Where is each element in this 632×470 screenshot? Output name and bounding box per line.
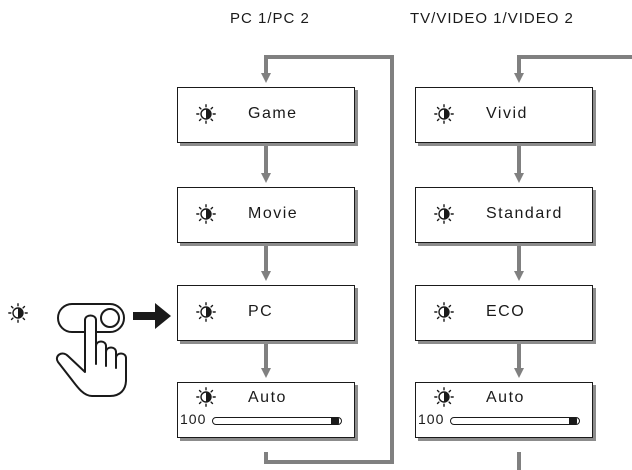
tv-column-title: TV/VIDEO 1/VIDEO 2 bbox=[410, 10, 574, 27]
brightness-icon bbox=[434, 387, 454, 407]
mode-label: Standard bbox=[486, 205, 563, 222]
mode-box-game: Game bbox=[177, 87, 355, 143]
auto-level-bar bbox=[450, 417, 580, 425]
mode-label: PC bbox=[248, 303, 274, 320]
mode-label: Auto bbox=[248, 389, 287, 406]
mode-label: Game bbox=[248, 105, 298, 122]
auto-level-bar-end bbox=[569, 418, 577, 424]
mode-label: Movie bbox=[248, 205, 299, 222]
mode-box-eco: ECO bbox=[415, 285, 593, 341]
brightness-icon bbox=[434, 204, 454, 224]
auto-level-value: 100 bbox=[180, 411, 207, 427]
brightness-icon bbox=[8, 303, 28, 323]
auto-level-bar bbox=[212, 417, 342, 425]
mode-box-movie: Movie bbox=[177, 187, 355, 243]
mode-label: ECO bbox=[486, 303, 526, 320]
brightness-icon bbox=[434, 302, 454, 322]
mode-box-pc: PC bbox=[177, 285, 355, 341]
picture-mode-button[interactable] bbox=[44, 288, 130, 400]
brightness-icon bbox=[196, 387, 216, 407]
brightness-icon bbox=[434, 104, 454, 124]
auto-level-value: 100 bbox=[418, 411, 445, 427]
mode-label: Auto bbox=[486, 389, 525, 406]
right-arrow-icon bbox=[133, 303, 171, 329]
brightness-icon bbox=[196, 302, 216, 322]
brightness-icon bbox=[196, 204, 216, 224]
mode-label: Vivid bbox=[486, 105, 528, 122]
tv-loop-connector bbox=[514, 55, 632, 470]
mode-box-auto: Auto 100 bbox=[415, 382, 593, 438]
button-knob bbox=[100, 308, 120, 328]
mode-box-vivid: Vivid bbox=[415, 87, 593, 143]
mode-box-auto: Auto 100 bbox=[177, 382, 355, 438]
pc-column-title: PC 1/PC 2 bbox=[230, 10, 310, 27]
pressing-hand-icon bbox=[56, 314, 127, 397]
pc-loop-connector bbox=[261, 55, 394, 464]
mode-box-standard: Standard bbox=[415, 187, 593, 243]
auto-level-bar-end bbox=[331, 418, 339, 424]
brightness-icon bbox=[196, 104, 216, 124]
